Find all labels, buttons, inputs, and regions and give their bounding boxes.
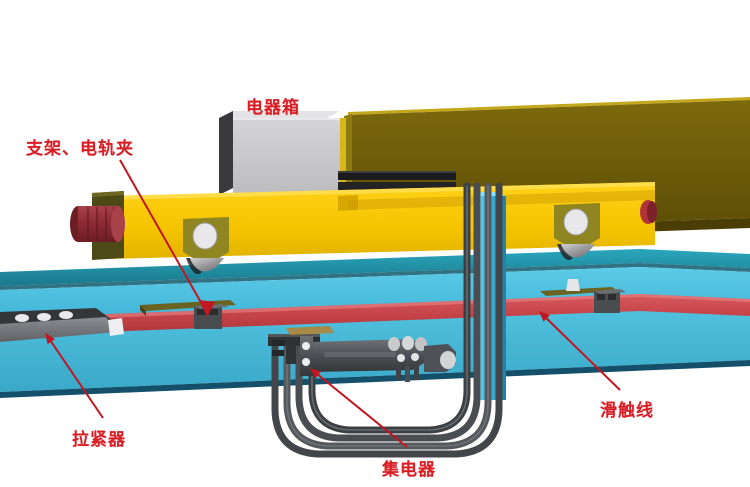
conductor-rail-body (0, 294, 750, 338)
ebox-front-highlight (233, 118, 340, 120)
rubber-buffer (70, 206, 125, 242)
axle-hub-left (193, 223, 217, 249)
spring-bracket-tab-b (272, 350, 284, 356)
wheel-shadow-left (186, 258, 202, 275)
tensioner-body (0, 317, 118, 342)
shoe-finger-1 (396, 366, 401, 380)
collector-knuckle-bushing (440, 351, 456, 369)
label-tensioner: 拉紧器 (72, 430, 126, 450)
tensioner-bolt-1 (15, 314, 29, 322)
leader-bracket-arrowhead (199, 300, 215, 317)
conductor-rail (0, 294, 750, 338)
axle-hub-ring-right (563, 208, 589, 236)
shoe-finger-3 (414, 366, 419, 380)
rail-bottom-edge (0, 360, 750, 398)
leader-lines (45, 159, 621, 448)
end-carriage-body (108, 182, 655, 259)
clamp-insulator-right (566, 279, 580, 291)
wheel-block-right (554, 203, 600, 261)
tensioner-bolt-3 (59, 311, 73, 319)
label-bracket-clamp: 支架、电轨夹 (26, 139, 134, 159)
collector-spring-bracket (272, 338, 296, 364)
conduit-lower (338, 182, 456, 191)
buffer-front-face (111, 206, 125, 242)
cable-loop-2 (295, 182, 481, 442)
ebox-top-face (219, 111, 340, 118)
axle-hub-right (564, 209, 588, 235)
clamp-hole-a-right (597, 294, 605, 300)
cable-clamp-highlight (268, 334, 320, 337)
rail-tensioner (0, 308, 124, 342)
leader-conductor-rail (539, 311, 621, 391)
end-carriage-top-bevel (108, 182, 655, 200)
clamp-hole-b-right (608, 294, 616, 300)
end-cap-top-left (92, 191, 124, 197)
spring-bracket-body (286, 338, 296, 364)
collector-shoe-fingers (396, 366, 419, 382)
buffer-right-cap (647, 201, 657, 223)
label-collector: 集电器 (382, 460, 436, 480)
cable-highlight-3 (286, 185, 489, 447)
cable-loop-4 (271, 182, 503, 458)
label-electrical-box: 电器箱 (246, 98, 300, 118)
wheel-shadow-right (557, 244, 573, 261)
conductor-rail-highlight (0, 294, 750, 322)
leader-collector (310, 368, 408, 448)
end-carriage-notch (338, 195, 358, 211)
cable-loop-3 (283, 182, 492, 450)
ebox-side-face (219, 111, 233, 195)
rail-seam (0, 263, 750, 290)
collector-mount-bolt-b (302, 358, 310, 366)
girder-top-edge (348, 97, 750, 115)
collector-contact-pad (286, 326, 334, 335)
clamp-top-right (594, 289, 626, 294)
collector-assembly (272, 336, 456, 382)
conduit-bar (338, 171, 456, 191)
pivot-bolt-5 (411, 353, 419, 361)
collector-mount-bolt-a (302, 342, 310, 350)
shoe-finger-2 (405, 366, 410, 382)
clamp-hole-a-center (197, 309, 206, 315)
ebox-front-face (233, 118, 340, 195)
tensioner-end-collar (108, 318, 124, 336)
pivot-bolt-4 (397, 354, 405, 362)
leader-tensioner (45, 333, 104, 419)
conduit-highlight (338, 171, 456, 173)
cable-highlight-1 (311, 185, 468, 431)
rubber-buffer-right (640, 200, 657, 224)
axle-hub-ring-left (192, 222, 218, 250)
rail-clamp-bracket-right (540, 279, 626, 313)
pivot-bolt-1 (388, 337, 400, 351)
collector-arm-slot (324, 352, 396, 357)
clamp-plate-edge-center (140, 305, 146, 316)
electrical-box (219, 111, 340, 195)
tensioner-bolt-2 (37, 313, 51, 321)
wheel-block-left (183, 217, 229, 275)
clamp-hole-b-center (209, 309, 218, 315)
festoon-cable-loops (271, 182, 503, 458)
pivot-bolt-2 (402, 336, 414, 350)
conduit-upper (338, 171, 456, 180)
label-conductor-rail: 滑触线 (600, 401, 654, 421)
leader-bracket-clamp (119, 159, 208, 314)
spring-bracket-tab-a (272, 340, 284, 346)
clamp-plate-right (540, 287, 618, 296)
